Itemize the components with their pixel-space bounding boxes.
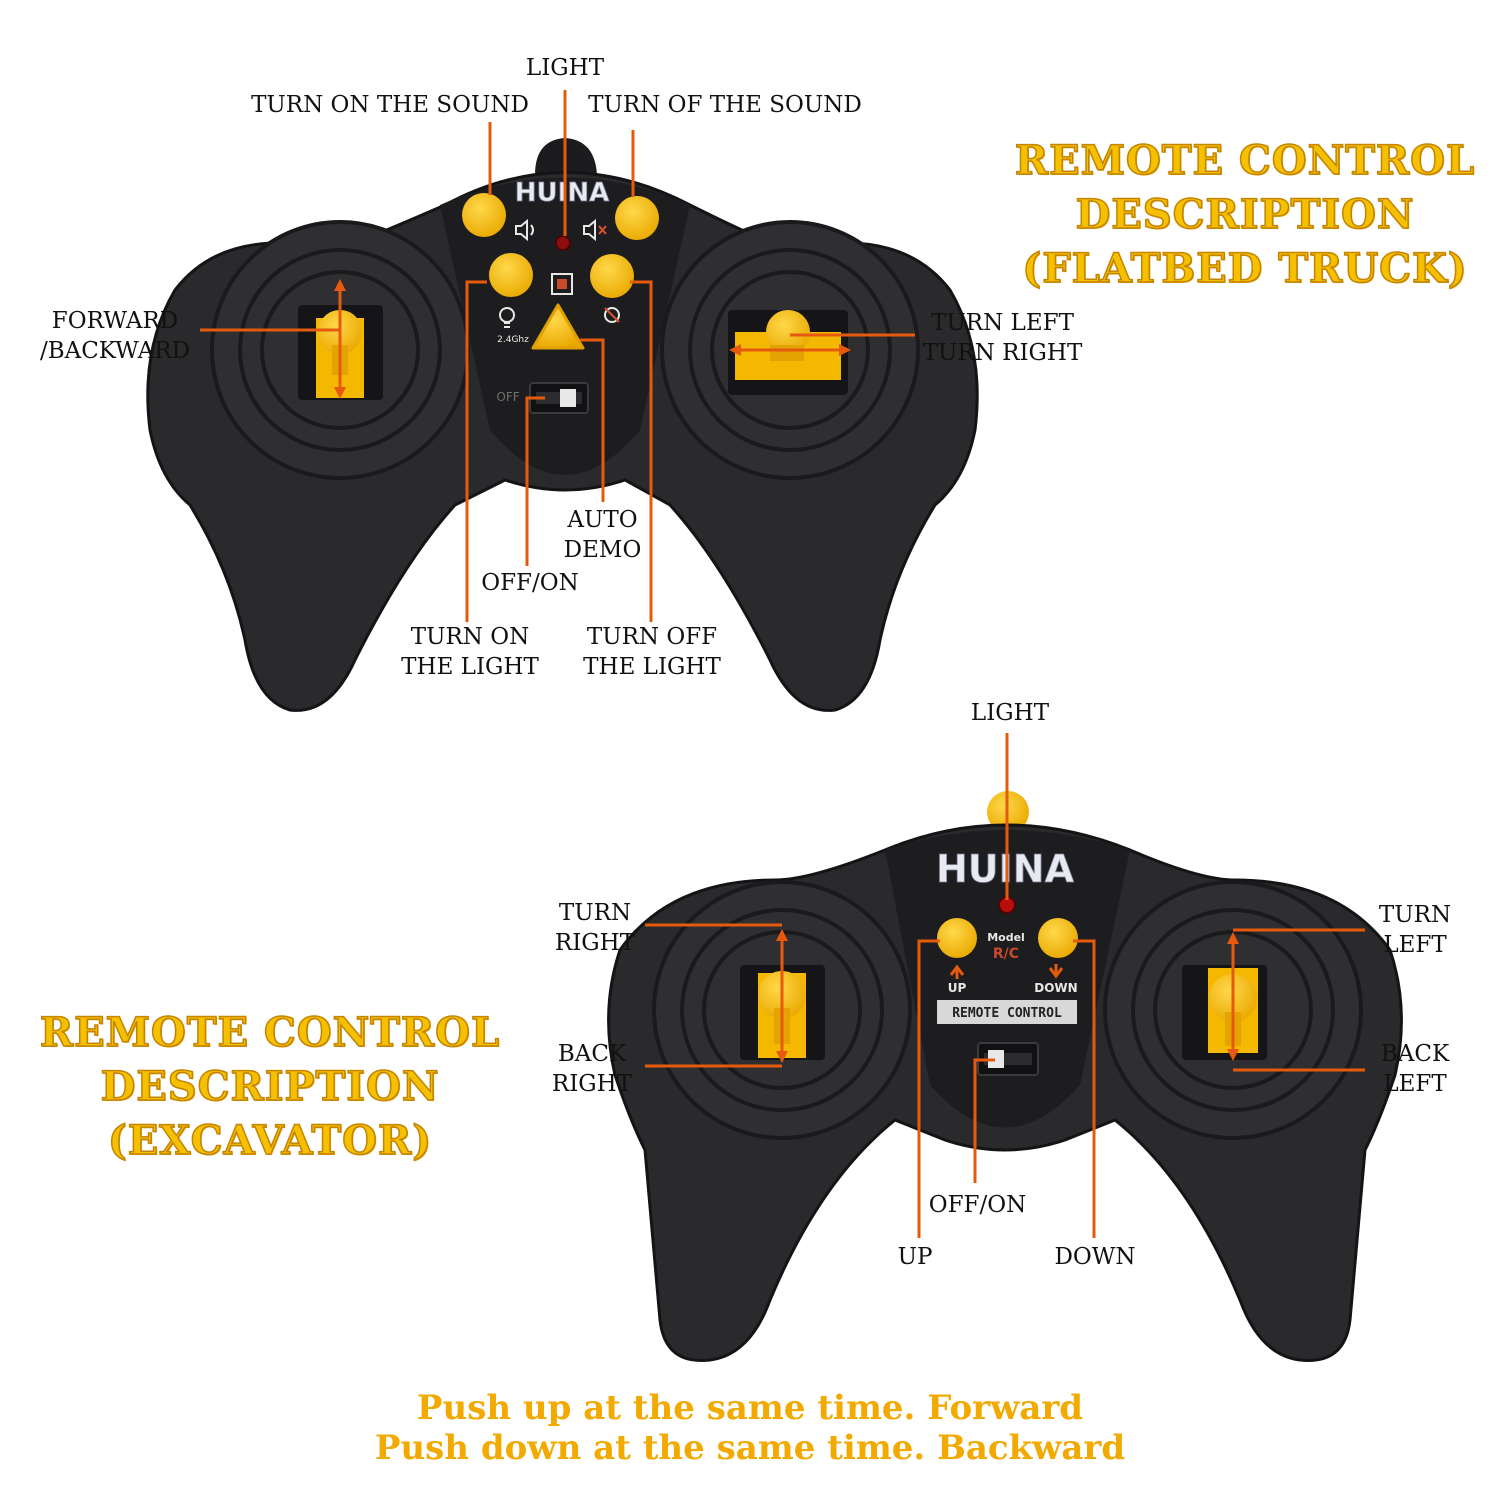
rc-text: R/C <box>993 946 1019 962</box>
label-turn-left-line2: LEFT <box>1383 932 1447 958</box>
truck-brand: HUINA <box>515 178 609 208</box>
label-auto-line: AUTO <box>567 507 638 533</box>
excavator-title: REMOTE CONTROL DESCRIPTION (EXCAVATOR) <box>20 1006 520 1168</box>
label-light-off-line2: THE LIGHT <box>583 654 721 680</box>
remote-control-plate <box>937 1000 1077 1024</box>
excavator-controller: HUINA Model R/C UP DOWN REMOTE CONTROL <box>607 791 1403 1362</box>
footer-line-forward: Push up at the same time. Forward <box>416 1388 1084 1428</box>
excavator-down-button[interactable] <box>1038 918 1078 958</box>
speaker-on-icon <box>515 218 534 242</box>
label-auto-demo: AUTO DEMO <box>545 505 660 565</box>
label-turn-right: TURN RIGHT <box>535 898 655 958</box>
freq-text: 2.4Ghz <box>497 335 529 345</box>
light-on-button[interactable] <box>489 253 533 297</box>
down-arrow-icon <box>1048 964 1064 979</box>
chip-icon <box>551 273 573 295</box>
excavator-center-panel <box>885 830 1130 1128</box>
truck-title-line1: REMOTE CONTROL <box>1014 136 1476 185</box>
label-turn-left-right: TURN LEFT TURN RIGHT <box>915 308 1090 368</box>
label-up: UP <box>897 1244 933 1270</box>
label-light-on: TURN ON THE LIGHT <box>390 622 550 682</box>
switch-off-text: OFF <box>496 390 519 404</box>
label-demo-line: DEMO <box>563 537 642 563</box>
excavator-up-button[interactable] <box>937 918 977 958</box>
label-truck-off-on: OFF/ON <box>481 570 579 596</box>
label-light-on-line2: THE LIGHT <box>401 654 539 680</box>
label-back-right-line1: BACK <box>557 1041 627 1067</box>
footer-line-backward: Push down at the same time. Backward <box>374 1428 1126 1468</box>
excavator-title-line1: REMOTE CONTROL <box>39 1008 501 1057</box>
label-back-left-line2: LEFT <box>1383 1071 1447 1097</box>
label-turn-right-line: TURN RIGHT <box>922 340 1083 366</box>
label-backward-line: /BACKWARD <box>39 338 191 364</box>
label-light-off-line1: TURN OFF <box>586 624 718 650</box>
right-stick-knob[interactable] <box>766 310 810 354</box>
model-text: Model <box>987 931 1025 944</box>
bulb-off-icon <box>604 307 620 323</box>
label-light-on-line1: TURN ON <box>410 624 530 650</box>
auto-demo-button[interactable] <box>531 303 585 350</box>
up-text: UP <box>948 981 967 995</box>
label-turn-left-line: TURN LEFT <box>931 310 1074 336</box>
label-turn-left: TURN LEFT <box>1360 900 1470 960</box>
label-turn-right-line1: TURN <box>558 900 632 926</box>
remote-control-text: REMOTE CONTROL <box>952 1006 1062 1021</box>
label-excavator-light: LIGHT <box>970 700 1050 726</box>
excavator-brand: HUINA <box>936 847 1075 891</box>
label-back-right-line2: RIGHT <box>551 1071 633 1097</box>
truck-controller: HUINA 2.4Ghz OFF <box>146 138 979 712</box>
label-sound-on: TURN ON THE SOUND <box>251 92 529 118</box>
label-forward-backward: FORWARD /BACKWARD <box>20 306 210 366</box>
truck-title: REMOTE CONTROL DESCRIPTION (FLATBED TRUC… <box>1000 134 1490 296</box>
excavator-callout-lines <box>645 733 1365 1238</box>
speaker-mute-icon <box>583 218 607 242</box>
label-truck-light: LIGHT <box>525 55 605 81</box>
truck-title-line3: (FLATBED TRUCK) <box>1022 244 1468 293</box>
label-back-left-line1: BACK <box>1380 1041 1450 1067</box>
truck-callout-lines <box>200 90 915 622</box>
sound-on-button[interactable] <box>462 193 506 237</box>
label-down: DOWN <box>1054 1244 1136 1270</box>
light-off-button[interactable] <box>590 254 634 298</box>
label-turn-left-line1: TURN <box>1378 902 1452 928</box>
sound-off-button[interactable] <box>615 196 659 240</box>
bulb-icon <box>499 307 515 328</box>
truck-title-line2: DESCRIPTION <box>1075 190 1415 239</box>
label-back-left: BACK LEFT <box>1360 1039 1470 1099</box>
down-text: DOWN <box>1034 981 1077 995</box>
label-excavator-off-on: OFF/ON <box>928 1192 1027 1218</box>
light-led <box>555 235 571 251</box>
excavator-title-line2: DESCRIPTION <box>100 1062 440 1111</box>
excavator-title-line3: (EXCAVATOR) <box>107 1116 433 1165</box>
label-sound-off: TURN OF THE SOUND <box>588 92 862 118</box>
label-back-right: BACK RIGHT <box>532 1039 652 1099</box>
up-arrow-icon <box>949 964 965 979</box>
label-forward-line: FORWARD <box>51 308 179 334</box>
label-turn-right-line2: RIGHT <box>554 930 636 956</box>
label-light-off: TURN OFF THE LIGHT <box>572 622 732 682</box>
